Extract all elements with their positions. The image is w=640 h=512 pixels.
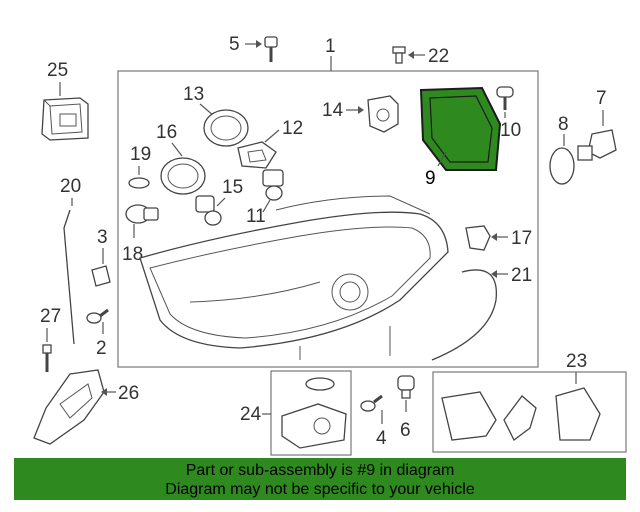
- trim-strip-21-icon: [431, 269, 498, 361]
- callout-2: 2: [96, 338, 107, 359]
- ring-8-icon: [549, 147, 575, 185]
- callout-7: 7: [596, 88, 607, 109]
- plug-22-icon: [392, 46, 406, 64]
- callout-21: 21: [511, 265, 532, 286]
- bulb-11-icon: [262, 169, 284, 201]
- callout-27: 27: [40, 306, 61, 327]
- bulb-7-icon: [577, 129, 617, 161]
- gasket-19-icon: [128, 177, 150, 189]
- callout-3: 3: [97, 227, 108, 248]
- screw-10-icon: [496, 86, 514, 110]
- callout-25: 25: [47, 60, 68, 81]
- screw-2-icon: [86, 308, 109, 324]
- callout-13: 13: [183, 84, 204, 105]
- screw-5-icon: [264, 36, 278, 62]
- ballast-24-icon: [281, 377, 347, 449]
- callout-23: 23: [566, 351, 587, 372]
- screw-4-icon: [360, 394, 383, 412]
- banner-line-2: Diagram may not be specific to your vehi…: [165, 481, 475, 498]
- callout-26: 26: [118, 383, 139, 404]
- adapter-17-icon: [465, 225, 491, 251]
- brackets-23-icon: [441, 387, 601, 441]
- callout-10: 10: [500, 120, 521, 141]
- socket-18-icon: [125, 204, 159, 224]
- cover-9-highlighted-icon: [419, 86, 502, 171]
- callout-16: 16: [156, 122, 177, 143]
- callout-11: 11: [246, 206, 266, 227]
- headlamp-assembly-box: [117, 70, 539, 368]
- callout-22: 22: [428, 46, 449, 67]
- callout-6: 6: [400, 420, 411, 441]
- info-banner: Part or sub-assembly is #9 in diagram Di…: [14, 458, 626, 500]
- socket-12-icon: [237, 141, 277, 169]
- bolt-27-icon: [42, 344, 52, 372]
- callout-17: 17: [511, 228, 532, 249]
- ballast-25-icon: [41, 97, 89, 141]
- clip-3-icon: [91, 265, 111, 287]
- ballast-kit-box: [270, 370, 352, 456]
- cap-13-icon: [203, 109, 249, 147]
- bracket-kit-box: [432, 371, 627, 453]
- callout-14: 14: [322, 100, 344, 121]
- banner-line-1: Part or sub-assembly is #9 in diagram: [185, 462, 455, 479]
- bracket-26-icon: [33, 369, 105, 445]
- callout-5: 5: [229, 34, 240, 55]
- bulb-15-icon: [195, 195, 222, 226]
- hose-20-icon: [63, 209, 75, 345]
- callout-1: 1: [325, 36, 336, 57]
- callout-9: 9: [425, 168, 436, 189]
- actuator-14-icon: [367, 95, 399, 133]
- cap-16-icon: [160, 157, 206, 195]
- callout-4: 4: [376, 428, 387, 449]
- grommet-6-icon: [397, 375, 415, 399]
- callout-8: 8: [558, 114, 569, 135]
- callout-19: 19: [130, 144, 151, 165]
- callout-20: 20: [60, 176, 81, 197]
- callout-12: 12: [282, 118, 303, 139]
- callout-18: 18: [122, 244, 143, 265]
- callout-15: 15: [222, 177, 243, 198]
- headlamp-icon: [139, 195, 449, 360]
- callout-24: 24: [240, 404, 262, 425]
